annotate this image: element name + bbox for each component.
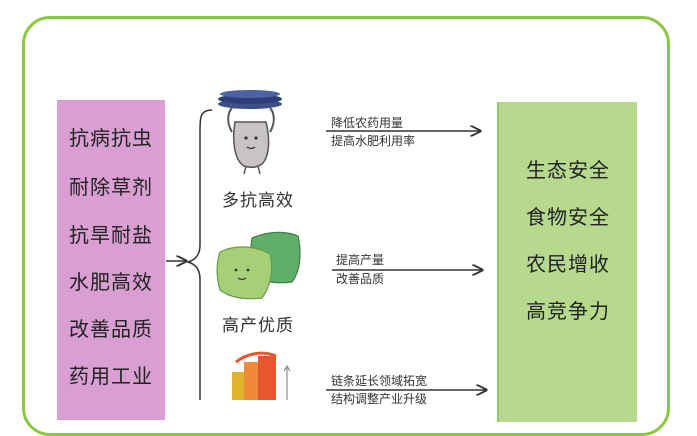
benefit-note: 提高水肥利用率 bbox=[331, 134, 416, 148]
curly-brace bbox=[185, 109, 213, 400]
goals-box: 生态安全 食物安全 农民增收 高竞争力 bbox=[497, 102, 637, 422]
pillows-character-icon bbox=[216, 231, 301, 300]
benefit-note: 链条延长领域拓宽 bbox=[331, 374, 428, 388]
trait-item: 药用工业 bbox=[69, 364, 153, 388]
trait-item: 耐除草剂 bbox=[69, 175, 153, 199]
trait-item: 水肥高效 bbox=[69, 270, 153, 294]
goal-item: 生态安全 bbox=[526, 158, 610, 182]
goal-item: 食物安全 bbox=[526, 205, 610, 229]
bar-chart-icon bbox=[232, 351, 291, 400]
connectors bbox=[166, 109, 697, 400]
traits-box: 抗病抗虫 耐除草剂 抗旱耐盐 水肥高效 改善品质 药用工业 bbox=[57, 100, 165, 420]
benefit-caption: 多抗高效 bbox=[222, 191, 294, 211]
plates-character-icon bbox=[218, 90, 282, 175]
benefit-note: 降低农药用量 bbox=[331, 116, 404, 130]
goal-item: 农民增收 bbox=[526, 252, 610, 276]
benefit-note: 提高产量 bbox=[336, 253, 385, 267]
benefit-caption: 高产优质 bbox=[222, 316, 294, 336]
goal-item: 高竞争力 bbox=[526, 299, 610, 323]
benefit-note: 改善品质 bbox=[336, 272, 385, 286]
trait-item: 改善品质 bbox=[69, 317, 153, 341]
trait-item: 抗病抗虫 bbox=[69, 126, 153, 150]
trait-item: 抗旱耐盐 bbox=[69, 223, 153, 247]
